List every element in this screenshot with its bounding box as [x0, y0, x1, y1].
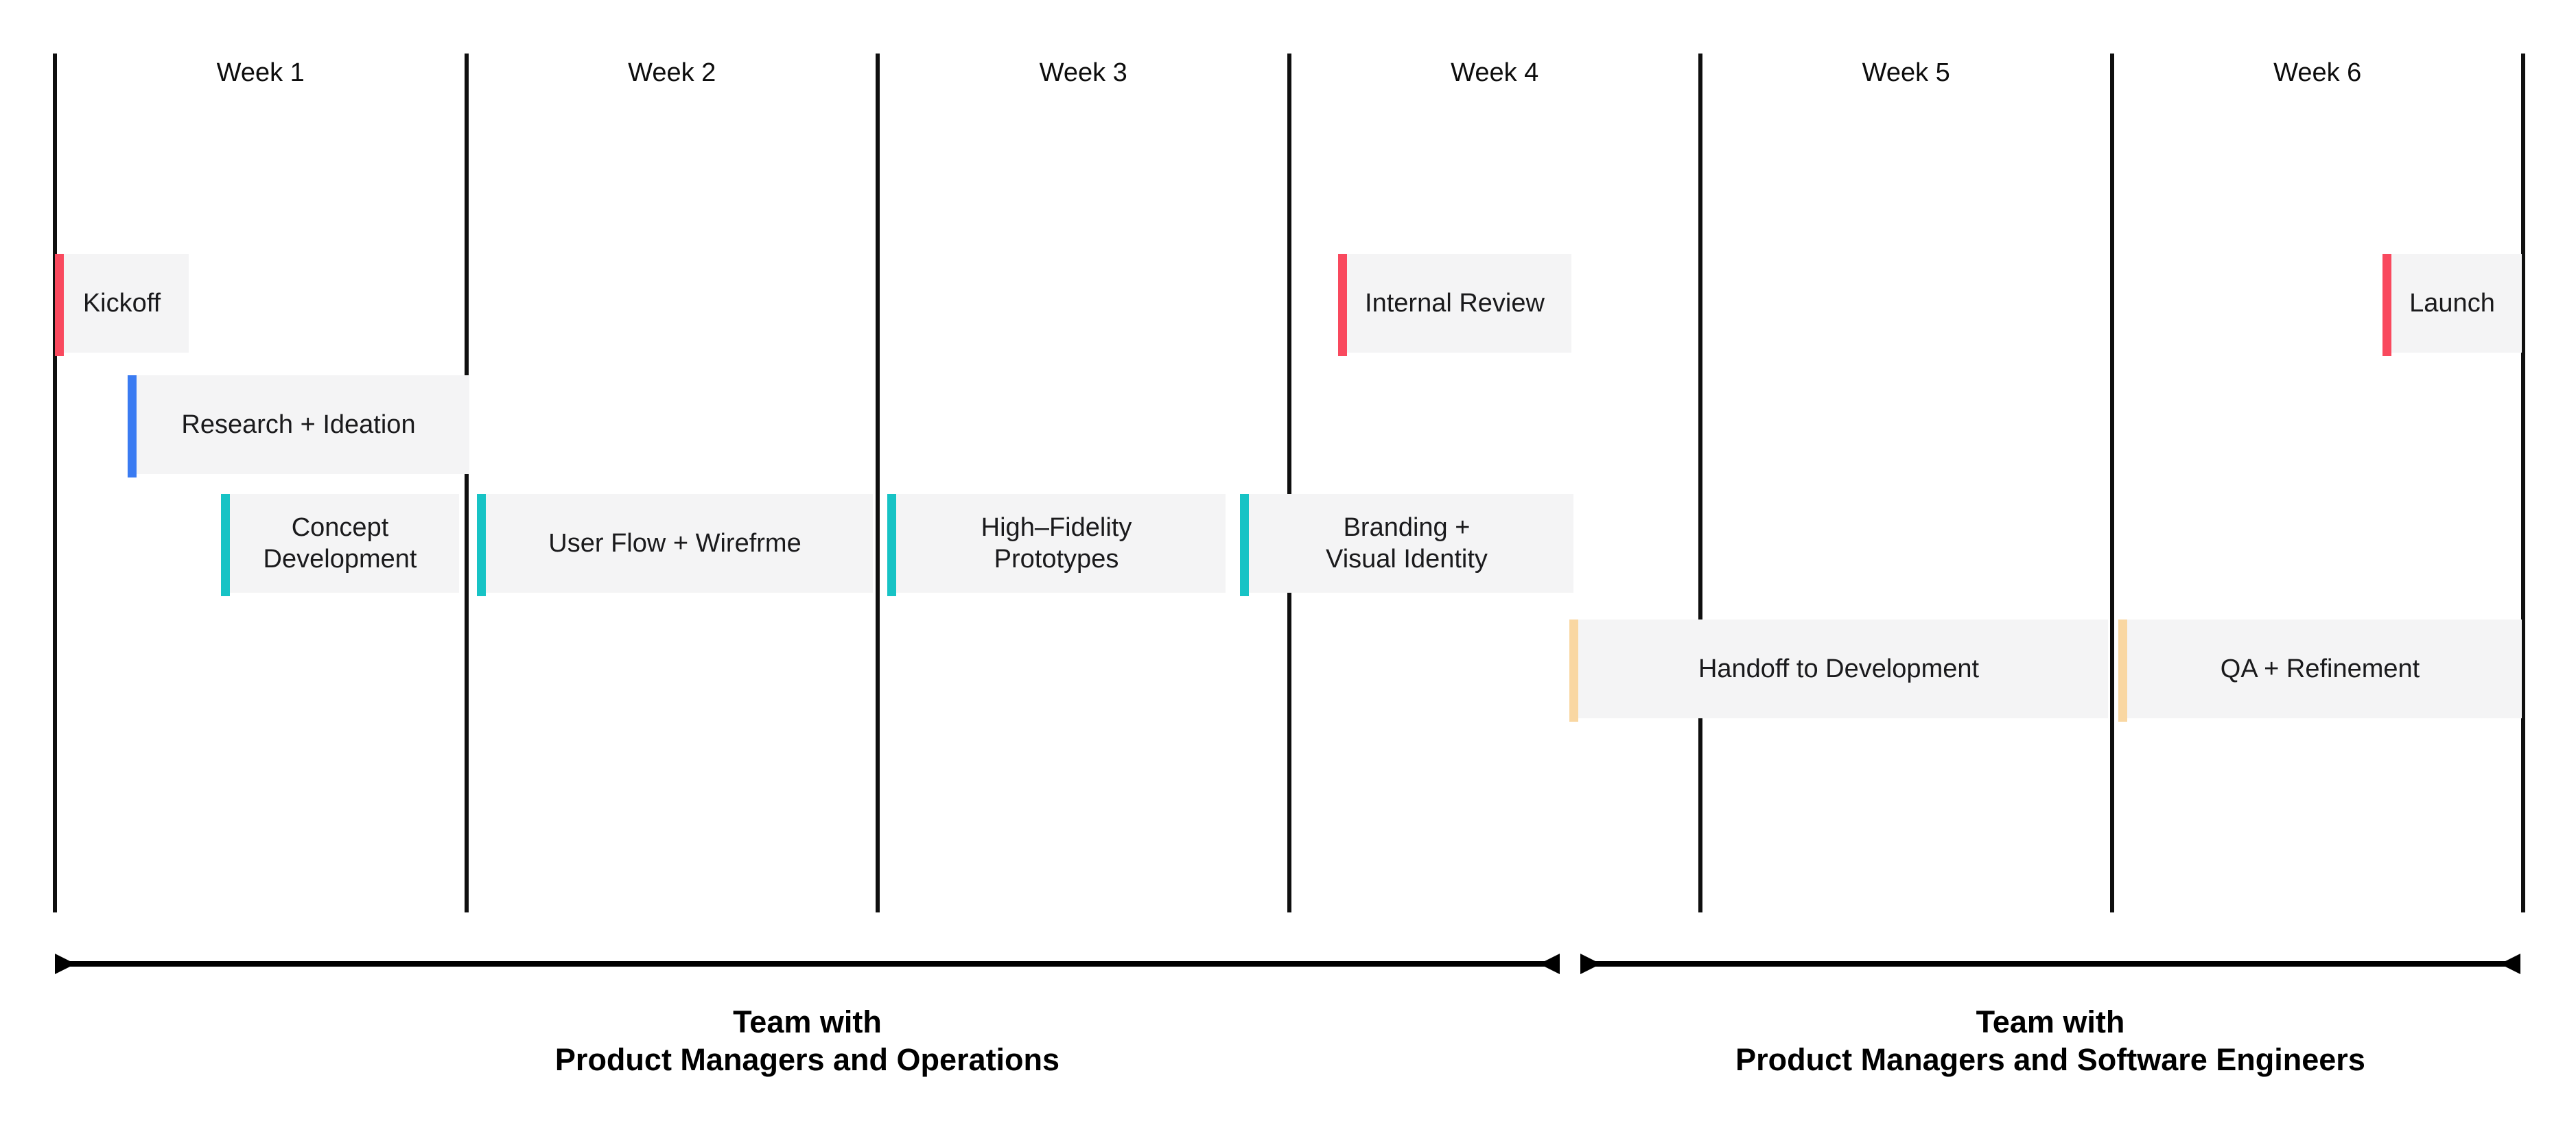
task-accent-teal [477, 494, 486, 596]
task-label: Launch [2382, 287, 2522, 319]
week-label: Week 6 [2273, 58, 2362, 87]
week-label: Week 5 [1862, 58, 1950, 87]
task-label-line: Branding + [1343, 513, 1471, 542]
task-accent-yellow [2118, 620, 2127, 722]
week-label: Week 1 [216, 58, 305, 87]
task-label-line: Concept [291, 513, 389, 542]
task-bar-handoff-to-development: Handoff to Development [1569, 620, 2108, 722]
task-accent-teal [221, 494, 230, 596]
task-label: QA + Refinement [2118, 653, 2522, 685]
task-accent-red [1338, 254, 1347, 356]
task-accent-red [55, 254, 64, 356]
task-label-line: Launch [2409, 289, 2495, 318]
task-accent-red [2382, 254, 2391, 356]
task-label: Kickoff [55, 287, 189, 319]
week-gridline [1698, 54, 1702, 912]
arrowhead-right-icon [1580, 954, 1601, 974]
week-gridline [464, 54, 469, 912]
task-label: User Flow + Wirefrme [477, 528, 873, 559]
task-label-line: Prototypes [994, 545, 1119, 574]
task-label-line: High–Fidelity [981, 513, 1132, 542]
week-label: Week 2 [628, 58, 716, 87]
task-bar-branding-visual-identity: Branding + Visual Identity [1240, 494, 1573, 596]
task-label-line: User Flow + Wirefrme [548, 529, 801, 558]
week-label: Week 3 [1039, 58, 1127, 87]
task-label-line: Handoff to Development [1698, 654, 1980, 683]
task-bar-kickoff: Kickoff [55, 254, 189, 356]
task-accent-teal [1240, 494, 1249, 596]
week-label: Week 4 [1451, 58, 1539, 87]
team-span-label-line: Product Managers and Operations [554, 1042, 1060, 1077]
task-label-line: QA + Refinement [2220, 654, 2420, 683]
team-span-arrow-team-eng [1580, 954, 2520, 974]
task-bar-launch: Launch [2382, 254, 2522, 356]
task-label-line: Internal Review [1365, 289, 1545, 318]
week-gridline [1287, 54, 1291, 912]
task-label-line: Development [263, 545, 417, 574]
task-accent-blue [128, 375, 137, 477]
arrowhead-left-icon [1539, 954, 1560, 974]
week-gridline [2521, 54, 2525, 912]
task-bar-qa-refinement: QA + Refinement [2118, 620, 2522, 722]
task-bar-research-ideation: Research + Ideation [128, 375, 469, 477]
task-label: Branding + Visual Identity [1240, 512, 1573, 575]
week-gridline [53, 54, 57, 912]
task-label-line: Kickoff [82, 289, 161, 318]
span-line [56, 961, 1558, 967]
arrowhead-left-icon [2500, 954, 2520, 974]
team-span-arrow-team-ops [55, 954, 1560, 974]
team-span-label-line: Team with [1976, 1004, 2125, 1039]
week-gridline [2109, 54, 2114, 912]
team-span-label-line: Team with [733, 1004, 882, 1039]
task-bar-user-flow-wireframe: User Flow + Wirefrme [477, 494, 873, 596]
arrowhead-right-icon [55, 954, 75, 974]
task-accent-yellow [1569, 620, 1578, 722]
task-label: Internal Review [1338, 287, 1571, 319]
task-label: Research + Ideation [128, 409, 469, 440]
week-gridline [876, 54, 880, 912]
span-line [1582, 961, 2519, 967]
task-label-line: Visual Identity [1326, 545, 1488, 574]
task-accent-teal [887, 494, 896, 596]
task-label-line: Research + Ideation [181, 410, 416, 439]
task-bar-internal-review: Internal Review [1338, 254, 1571, 356]
task-label: Handoff to Development [1569, 653, 2108, 685]
team-span-label-line: Product Managers and Software Engineers [1735, 1042, 2365, 1077]
